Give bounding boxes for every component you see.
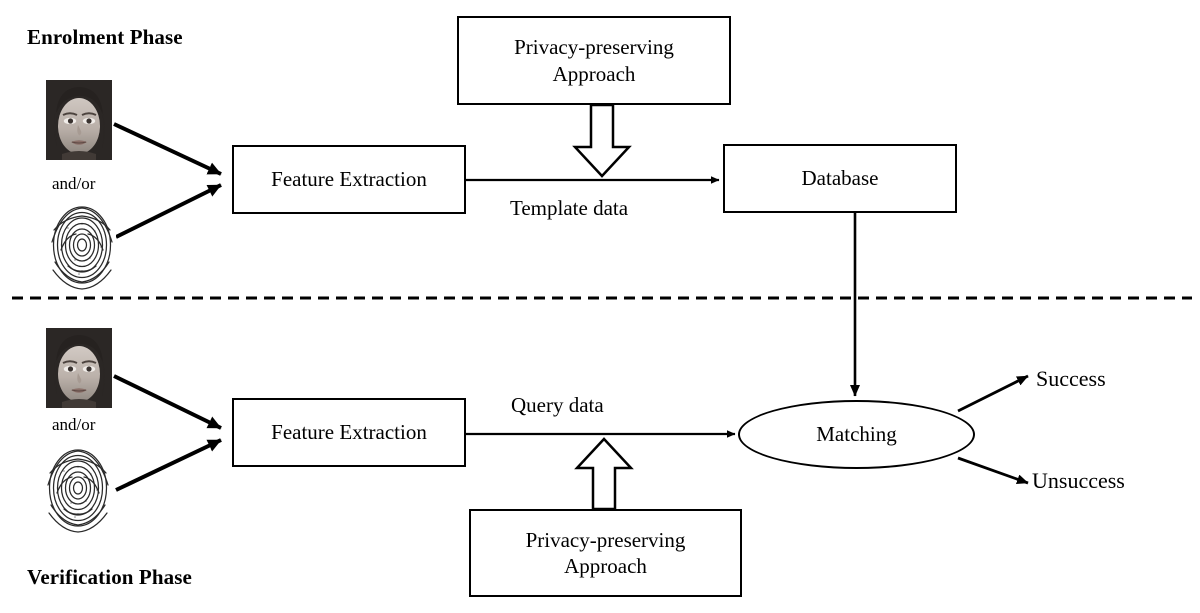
feature-extraction-box-enrolment[interactable]: Feature Extraction: [232, 145, 466, 214]
privacy-approach-line1-enrolment: Privacy-preserving: [514, 35, 674, 60]
success-label: Success: [1036, 366, 1106, 391]
and-or-label-verification: and/or: [52, 415, 96, 434]
fingerprint-image-enrolment: [48, 200, 116, 290]
database-label: Database: [801, 166, 879, 191]
arrow-face-to-feature-extraction-top: [113, 122, 222, 176]
privacy-approach-line2-enrolment: Approach: [552, 61, 636, 86]
block-arrow-privacy-top: [572, 103, 632, 178]
fingerprint-image-verification: [44, 443, 112, 533]
arrow-fingerprint-to-feature-extraction-top: [115, 183, 222, 239]
matching-label: Matching: [816, 422, 897, 446]
template-data-label: Template data: [510, 196, 629, 220]
arrow-face-to-feature-extraction-bottom: [113, 374, 222, 430]
unsuccess-label: Unsuccess: [1032, 468, 1125, 493]
face-image-enrolment: [46, 80, 112, 160]
privacy-preserving-approach-box-enrolment[interactable]: Privacy-preserving Approach: [457, 16, 731, 105]
enrolment-phase-title: Enrolment Phase: [27, 25, 183, 49]
arrow-matching-to-unsuccess: [957, 456, 1029, 485]
arrow-matching-to-success: [957, 374, 1029, 413]
matching-ellipse[interactable]: Matching: [738, 400, 975, 469]
privacy-preserving-approach-box-verification[interactable]: Privacy-preserving Approach: [469, 509, 742, 597]
privacy-approach-line1-verification: Privacy-preserving: [525, 527, 686, 552]
query-data-label: Query data: [511, 393, 604, 417]
feature-extraction-label-verification: Feature Extraction: [271, 420, 427, 445]
feature-extraction-box-verification[interactable]: Feature Extraction: [232, 398, 466, 467]
and-or-label-enrolment: and/or: [52, 174, 96, 193]
privacy-approach-line2-verification: Approach: [564, 554, 647, 578]
face-image-verification: [46, 328, 112, 408]
block-arrow-privacy-bottom: [574, 437, 634, 511]
verification-phase-title: Verification Phase: [27, 565, 192, 589]
feature-extraction-label-enrolment: Feature Extraction: [271, 167, 427, 192]
arrow-fingerprint-to-feature-extraction-bottom: [115, 438, 222, 492]
database-box[interactable]: Database: [723, 144, 957, 213]
